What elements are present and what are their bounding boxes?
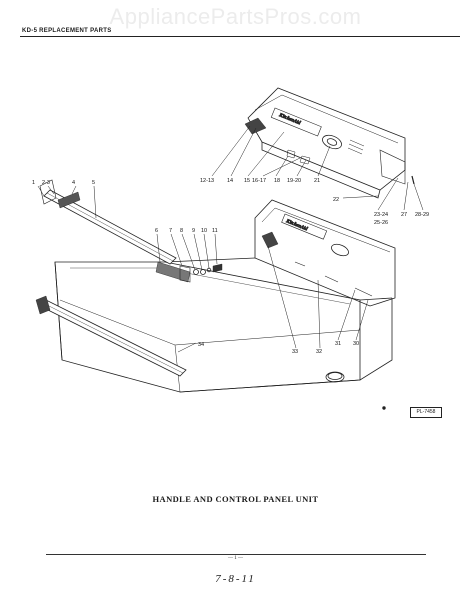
diagram-caption: HANDLE AND CONTROL PANEL UNIT: [152, 494, 319, 504]
callout-12-13: 12-13: [200, 178, 214, 184]
page-number: — 1 —: [228, 556, 243, 561]
callout-10: 10: [201, 228, 207, 234]
callout-9: 9: [192, 228, 195, 234]
hardware-parts: [155, 261, 223, 283]
plate-number-label: PL-7458: [410, 407, 442, 418]
callout-19-20: 19-20: [287, 178, 301, 184]
callout-6: 6: [155, 228, 158, 234]
exploded-parts-diagram: KitchenAid KitchenAid: [32, 87, 429, 410]
header-title: KD-5 REPLACEMENT PARTS: [22, 28, 112, 34]
handle-rods: [35, 179, 187, 377]
callout-23-24: 23-24: [374, 212, 388, 218]
callout-22: 22: [333, 197, 339, 203]
callout-1: 1: [32, 180, 35, 186]
callout-25-26: 25-26: [374, 220, 388, 226]
callout-labels: 1 2-3 4 5 6 7 8 9 10 11 12-13 14 15 16-1…: [32, 178, 429, 355]
callout-5: 5: [92, 180, 95, 186]
control-panel-exploded: KitchenAid: [244, 87, 415, 199]
callout-30: 30: [353, 341, 359, 347]
callout-4: 4: [72, 180, 75, 186]
callout-7: 7: [169, 228, 172, 234]
callout-18: 18: [274, 178, 280, 184]
footer-rule: [46, 554, 426, 555]
callout-33: 33: [292, 349, 298, 355]
handwritten-note: 7-8-11: [215, 573, 256, 585]
header-rule: [20, 36, 460, 37]
callout-2-3: 2-3: [42, 180, 50, 186]
callout-11: 11: [212, 228, 218, 234]
callout-34: 34: [198, 342, 204, 348]
leader-lines: [37, 125, 424, 353]
callout-31: 31: [335, 341, 341, 347]
callout-16-17: 16-17: [252, 178, 266, 184]
callout-15: 15: [244, 178, 250, 184]
callout-21: 21: [314, 178, 320, 184]
watermark: AppliancePartsPros.com: [109, 4, 362, 29]
callout-14: 14: [227, 178, 233, 184]
callout-8: 8: [180, 228, 183, 234]
callout-28-29: 28-29: [415, 212, 429, 218]
callout-27: 27: [401, 212, 407, 218]
page-header: KD-5 REPLACEMENT PARTS: [20, 22, 460, 37]
callout-32: 32: [316, 349, 322, 355]
dishwasher-tub: [54, 257, 393, 410]
